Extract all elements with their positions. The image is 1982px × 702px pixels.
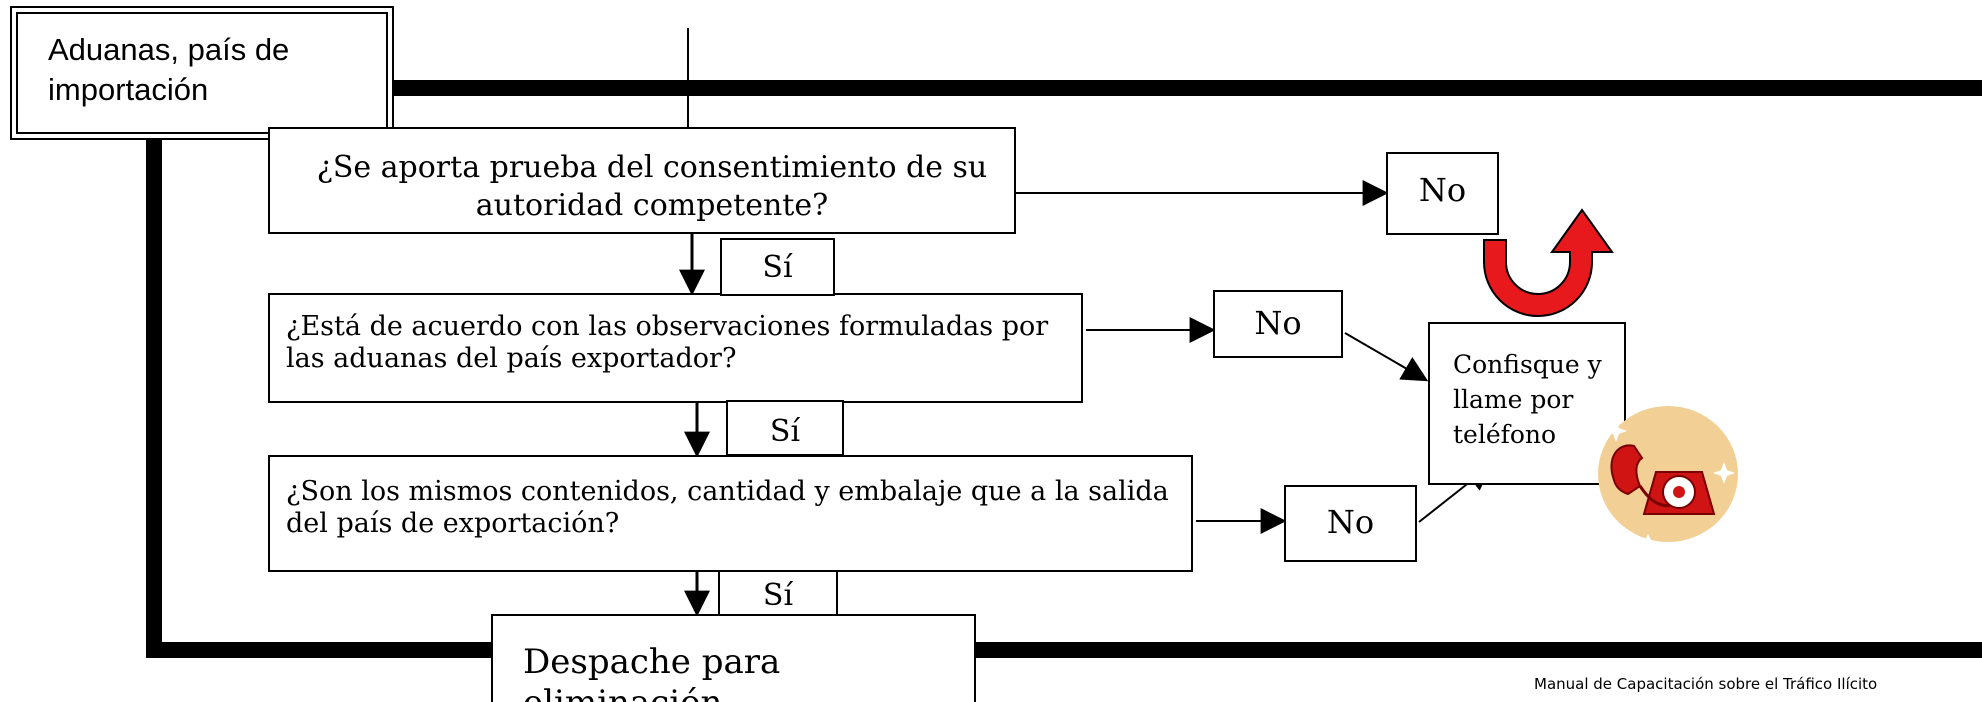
yes-label-1: Sí [720,238,835,296]
no-label-1: No [1386,152,1499,235]
customs-label: Aduanas, país de importación [10,6,394,140]
yes-label-3: Sí [718,570,838,616]
customs-frame [146,80,1982,658]
source-credit: Manual de Capacitación sobre el Tráfico … [1534,675,1878,693]
question-consent-box: ¿Se aporta prueba del consentimiento de … [268,127,1016,234]
confiscate-action-box: Confisque y llame por teléfono [1428,322,1626,485]
telephone-icon [1598,406,1738,550]
final-dispatch-box: Despache para eliminación [491,614,976,702]
yes-label-2: Sí [726,400,844,456]
u-turn-arrow-icon [1483,208,1614,317]
question-observations-box: ¿Está de acuerdo con las observaciones f… [268,293,1083,403]
no-label-2: No [1213,290,1343,358]
question-contents-box: ¿Son los mismos contenidos, cantidad y e… [268,455,1193,572]
no-label-3: No [1284,485,1417,562]
arrow-no2-to-confiscate [1344,332,1429,382]
